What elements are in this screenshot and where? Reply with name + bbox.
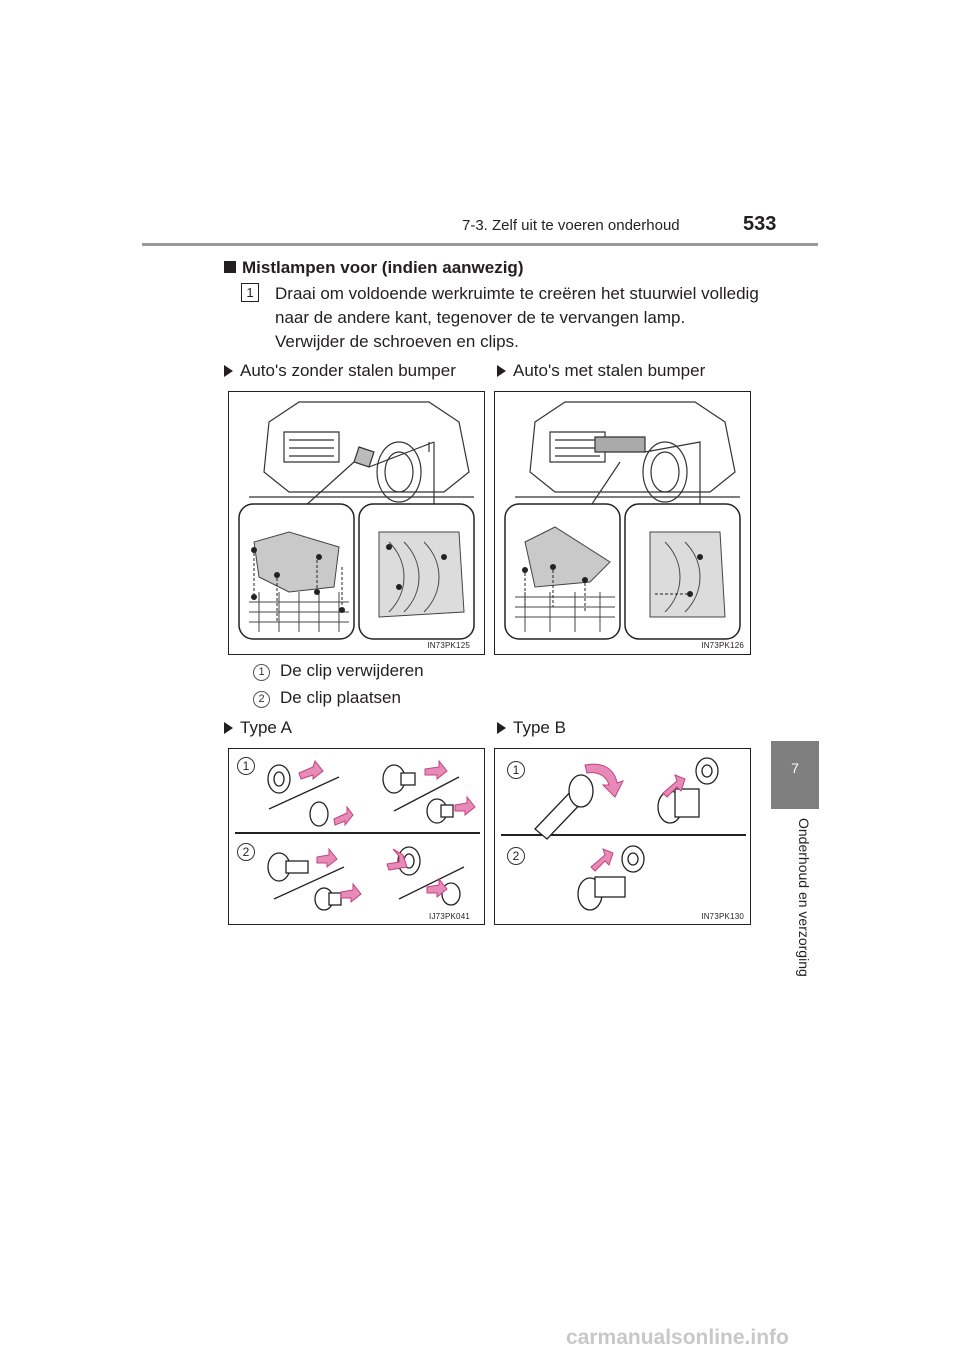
figure-clip-type-b: 1 2 IN73PK130 <box>494 748 751 925</box>
step-text-line2: naar de andere kant, tegenover de te ver… <box>275 308 686 327</box>
figure-step-2-marker: 2 <box>507 847 525 865</box>
chapter-tab <box>771 741 819 809</box>
figure-code: IN73PK130 <box>701 912 744 921</box>
section-title: Mistlampen voor (indien aanwezig) <box>242 258 524 277</box>
chapter-number: 7 <box>791 760 799 776</box>
watermark: carmanualsonline.info <box>566 1326 789 1349</box>
square-bullet-icon <box>224 261 236 273</box>
triangle-bullet-icon <box>497 722 506 734</box>
car-front-steel-bumper-illustration <box>504 401 741 640</box>
circled-number: 1 <box>253 664 270 681</box>
figure-code: IJ73PK041 <box>429 912 470 921</box>
page-number: 533 <box>743 213 777 235</box>
figure-fog-lamp-no-steel-bumper: IN73PK125 <box>228 391 485 655</box>
triangle-bullet-icon <box>497 365 506 377</box>
figure-step-1-marker: 1 <box>507 761 525 779</box>
figure-step-2-marker: 2 <box>237 843 255 861</box>
clip-type-b-illustration <box>501 757 746 911</box>
figure-fog-lamp-steel-bumper: IN73PK126 <box>494 391 751 655</box>
section-heading: Mistlampen voor (indien aanwezig) <box>224 258 523 278</box>
variant-label-type-a: Type A <box>224 718 292 738</box>
figure-code: IN73PK125 <box>427 641 470 650</box>
car-front-fog-lamp-illustration <box>238 401 475 640</box>
header-divider <box>142 243 818 246</box>
step-text-line3: Verwijder de schroeven en clips. <box>275 332 519 351</box>
step-text-line1: Draai om voldoende werkruimte te creëren… <box>275 284 759 303</box>
clip-type-a-illustration <box>235 759 480 911</box>
figure-clip-type-a: 1 2 IJ73PK041 <box>228 748 485 925</box>
triangle-bullet-icon <box>224 722 233 734</box>
circled-number: 2 <box>253 691 270 708</box>
variant-label-steel-bumper: Auto's met stalen bumper <box>497 361 705 381</box>
variant-label-type-b: Type B <box>497 718 566 738</box>
chapter-title: Onderhoud en verzorging <box>796 818 812 977</box>
variant-label-no-steel-bumper: Auto's zonder stalen bumper <box>224 361 456 381</box>
figure-step-1-marker: 1 <box>237 757 255 775</box>
figure-code: IN73PK126 <box>701 641 744 650</box>
header-section-title: 7-3. Zelf uit te voeren onderhoud <box>462 217 680 234</box>
triangle-bullet-icon <box>224 365 233 377</box>
step-number-badge: 1 <box>241 283 259 302</box>
